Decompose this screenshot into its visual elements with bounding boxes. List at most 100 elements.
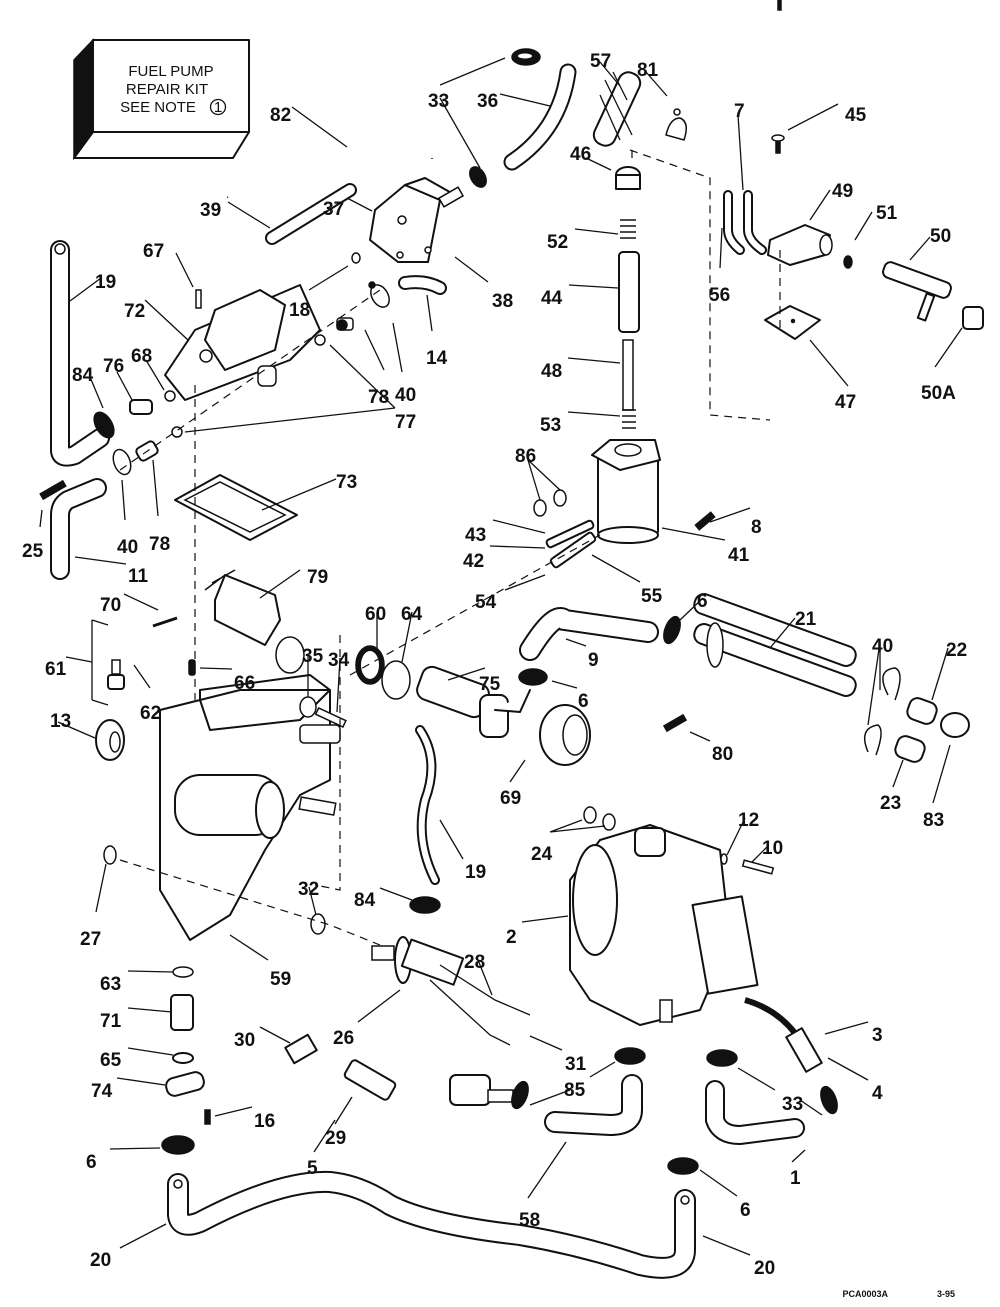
part-callout-7: 7 <box>734 101 745 122</box>
screw-45 <box>771 134 785 154</box>
vapor-cover-72 <box>164 284 321 401</box>
part-callout-19: 19 <box>465 862 486 883</box>
part-callout-85: 85 <box>564 1080 586 1101</box>
clamp-84-lower <box>409 896 441 914</box>
part-callout-74: 74 <box>91 1081 113 1102</box>
part-callout-19: 19 <box>95 272 116 293</box>
kit-note-number: 1 <box>214 99 222 116</box>
part-callout-34: 34 <box>328 650 350 671</box>
float-clip-81 <box>665 108 687 141</box>
part-callout-35: 35 <box>302 646 324 667</box>
part-callout-58: 58 <box>519 1210 540 1231</box>
part-callout-51: 51 <box>876 203 898 224</box>
part-callout-68: 68 <box>131 346 152 367</box>
fittings-left <box>39 390 183 501</box>
part-callout-40: 40 <box>395 385 416 406</box>
part-callout-84: 84 <box>72 365 94 386</box>
hose-20 <box>167 1170 696 1279</box>
part-callout-14: 14 <box>426 348 448 369</box>
part-callout-71: 71 <box>100 1011 122 1032</box>
fittings-42-43-54-55 <box>545 519 597 569</box>
part-callout-26: 26 <box>333 1028 354 1049</box>
leader-lines <box>39 57 963 1256</box>
part-callout-79: 79 <box>307 567 328 588</box>
filter-screen-57 <box>592 71 642 147</box>
gasket-73 <box>174 474 298 541</box>
part-callout-8: 8 <box>751 517 762 538</box>
drawing-code: PCA0003A <box>842 1289 888 1299</box>
parts-61-62-70 <box>91 616 178 706</box>
part-callout-64: 64 <box>401 604 423 625</box>
part-callout-80: 80 <box>712 744 733 765</box>
hose-58 <box>544 1074 643 1137</box>
part-callout-70: 70 <box>100 595 121 616</box>
hose-11 <box>50 478 107 580</box>
part-callout-36: 36 <box>477 91 498 112</box>
seal-60-64 <box>355 645 411 700</box>
drawing-date: 3-95 <box>937 1289 955 1299</box>
part-callout-52: 52 <box>547 232 568 253</box>
nut-69 <box>539 704 591 766</box>
part-callout-6: 6 <box>578 691 589 712</box>
part-callout-78: 78 <box>368 387 389 408</box>
part-callout-49: 49 <box>832 181 853 202</box>
washers-24-12-screw-10 <box>583 806 775 875</box>
part-callout-56: 56 <box>709 285 730 306</box>
part-callout-41: 41 <box>728 545 750 566</box>
vapor-separator-41 <box>591 439 661 544</box>
pump-2 <box>569 824 823 1073</box>
clamp-33-top <box>469 48 541 188</box>
part-callout-22: 22 <box>946 640 967 661</box>
part-callout-82: 82 <box>270 105 291 126</box>
part-callout-46: 46 <box>570 144 591 165</box>
hose-9 <box>519 607 659 661</box>
hose-82 <box>226 113 437 202</box>
part-callout-9: 9 <box>588 650 599 671</box>
hose-36 <box>503 63 577 171</box>
part-callout-21: 21 <box>795 609 817 630</box>
part-callout-30: 30 <box>234 1030 255 1051</box>
part-callout-69: 69 <box>500 788 521 809</box>
part-callout-50: 50 <box>930 226 951 247</box>
screw-8 <box>694 511 716 531</box>
part-callout-42: 42 <box>463 551 484 572</box>
lower-clamps <box>161 1047 838 1175</box>
part-callout-16: 16 <box>254 1111 275 1132</box>
part-callout-18: 18 <box>289 300 310 321</box>
part-callout-76: 76 <box>103 356 124 377</box>
part-callout-6: 6 <box>740 1200 751 1221</box>
part-callout-20: 20 <box>754 1258 775 1279</box>
hose-39 <box>265 183 357 245</box>
part-callout-53: 53 <box>540 415 561 436</box>
part-callout-20: 20 <box>90 1250 111 1271</box>
clamps-40-sleeves-22-23-83 <box>863 667 970 763</box>
cover-79 <box>204 569 281 646</box>
part-callout-32: 32 <box>298 879 319 900</box>
part-callout-31: 31 <box>565 1054 587 1075</box>
part-callout-29: 29 <box>325 1128 346 1149</box>
housing-59 <box>159 636 341 941</box>
part-callout-48: 48 <box>541 361 562 382</box>
part-callout-66: 66 <box>234 673 255 694</box>
orings-86 <box>533 489 567 517</box>
fuel-connector-50 <box>882 261 984 330</box>
filter-75 <box>416 665 531 738</box>
elbow-hose-14 <box>398 275 447 295</box>
part-callout-24: 24 <box>531 844 553 865</box>
assembly-dashed-lines <box>119 149 781 946</box>
part-callout-45: 45 <box>845 105 867 126</box>
float-chamber-49 <box>767 0 853 269</box>
part-callout-77: 77 <box>395 412 416 433</box>
part-callout-86: 86 <box>515 446 536 467</box>
part-callout-38: 38 <box>492 291 513 312</box>
part-callout-5: 5 <box>307 1158 318 1179</box>
hose-19-left <box>50 240 110 467</box>
lower-small-parts <box>165 966 514 1125</box>
seal-27-32 <box>103 845 326 935</box>
part-callout-55: 55 <box>641 586 663 607</box>
part-callout-59: 59 <box>270 969 291 990</box>
hose-1 <box>705 1080 805 1146</box>
part-callout-47: 47 <box>835 392 856 413</box>
